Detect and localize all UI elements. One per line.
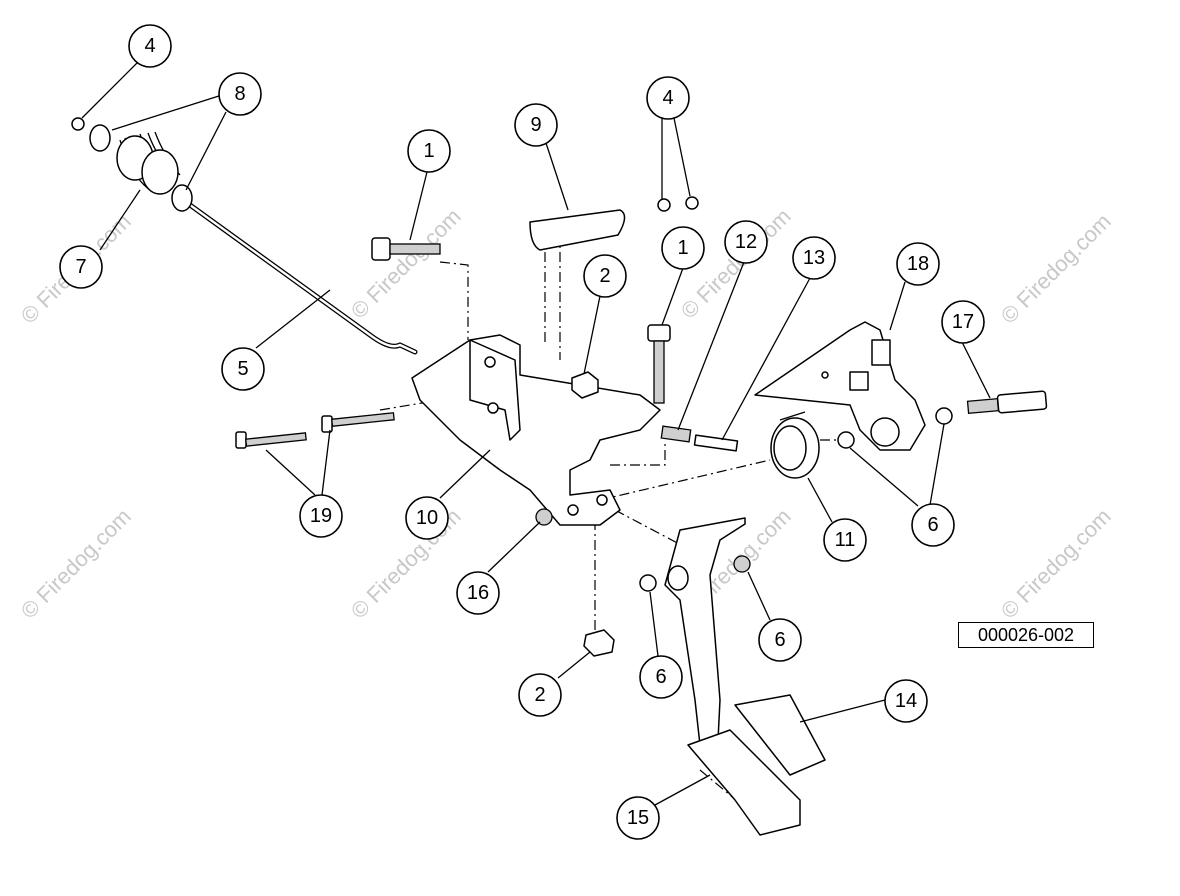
callout-label: 4 <box>662 87 673 109</box>
bolt-part-17 <box>966 390 1048 414</box>
callout-label: 19 <box>310 505 332 527</box>
callout-17: 17 <box>941 300 985 344</box>
bolt-part-1 <box>371 237 441 261</box>
washer-part-6 <box>837 431 855 449</box>
spring-assembly <box>71 117 193 212</box>
callout-label: 16 <box>467 582 489 604</box>
callout-9: 9 <box>514 103 558 147</box>
nut-part-4 <box>685 196 699 210</box>
callout-label: 12 <box>735 231 757 253</box>
callout-label: 18 <box>907 253 929 275</box>
callout-label: 2 <box>599 265 610 287</box>
pedal-part-15 <box>664 517 826 836</box>
callout-18: 18 <box>896 242 940 286</box>
spring-part-7 <box>116 131 181 195</box>
callout-11: 11 <box>823 518 867 562</box>
leader-lines <box>81 59 991 806</box>
callout-label: 6 <box>774 629 785 651</box>
callout-5: 5 <box>221 347 265 391</box>
callout-12: 12 <box>724 220 768 264</box>
bolt-part-1 <box>647 324 671 404</box>
callout-label: 11 <box>835 529 856 551</box>
pin-part-13 <box>693 434 739 452</box>
callout-2: 2 <box>583 254 627 298</box>
callout-label: 13 <box>803 247 825 269</box>
callout-6: 6 <box>639 655 683 699</box>
callout-label: 8 <box>234 83 245 105</box>
callout-label: 10 <box>416 507 438 529</box>
callout-1: 1 <box>661 226 705 270</box>
reference-code: 000026-002 <box>958 622 1094 648</box>
callout-label: 9 <box>530 114 541 136</box>
watermark: © Firedog.com <box>996 504 1116 624</box>
callout-label: 14 <box>895 690 917 712</box>
callout-2: 2 <box>518 673 562 717</box>
washer-part-6 <box>639 574 657 592</box>
callout-4: 4 <box>646 76 690 120</box>
nut-part-2 <box>571 371 599 399</box>
callout-label: 1 <box>677 237 688 259</box>
callout-10: 10 <box>405 496 449 540</box>
callout-label: 2 <box>534 684 545 706</box>
callout-19: 19 <box>299 494 343 538</box>
bracket-part-18 <box>754 321 926 451</box>
pedal-pad-part-9 <box>529 209 626 251</box>
callout-16: 16 <box>456 571 500 615</box>
nut-part-16 <box>535 508 553 526</box>
bolts-part-19 <box>235 412 395 449</box>
watermark: © Firedog.com <box>16 504 136 624</box>
callout-13: 13 <box>792 236 836 280</box>
callout-15: 15 <box>616 796 660 840</box>
callout-label: 7 <box>75 256 86 278</box>
callout-label: 6 <box>927 514 938 536</box>
callout-6: 6 <box>911 503 955 547</box>
callout-6: 6 <box>758 618 802 662</box>
nut-part-4 <box>657 198 671 212</box>
callout-label: 5 <box>237 358 248 380</box>
watermark: © Firedog.com <box>346 204 466 324</box>
callout-4: 4 <box>128 24 172 68</box>
torsion-spring-part-11 <box>770 411 820 479</box>
callout-label: 1 <box>423 140 434 162</box>
watermark: © Firedog.com <box>996 209 1116 329</box>
callout-14: 14 <box>884 679 928 723</box>
washer-part-8 <box>171 184 193 212</box>
callout-8: 8 <box>218 72 262 116</box>
spring-part-12 <box>660 425 692 443</box>
nut-part-6 <box>733 555 751 573</box>
callout-7: 7 <box>59 245 103 289</box>
callout-label: 6 <box>655 666 666 688</box>
callout-label: 4 <box>144 35 155 57</box>
bracket-part-10 <box>411 334 661 526</box>
rod-part-5 <box>187 202 418 355</box>
callout-label: 17 <box>952 311 974 333</box>
callout-1: 1 <box>407 129 451 173</box>
callouts: 4 8 7 1 9 4 1 12 13 18 17 2 5 19 10 16 1… <box>59 24 985 840</box>
nut-part-2 <box>583 629 615 657</box>
callout-label: 15 <box>627 807 649 829</box>
nut-part-4 <box>71 117 85 131</box>
washer-part-8 <box>89 124 111 152</box>
nut-part-6 <box>935 407 953 425</box>
